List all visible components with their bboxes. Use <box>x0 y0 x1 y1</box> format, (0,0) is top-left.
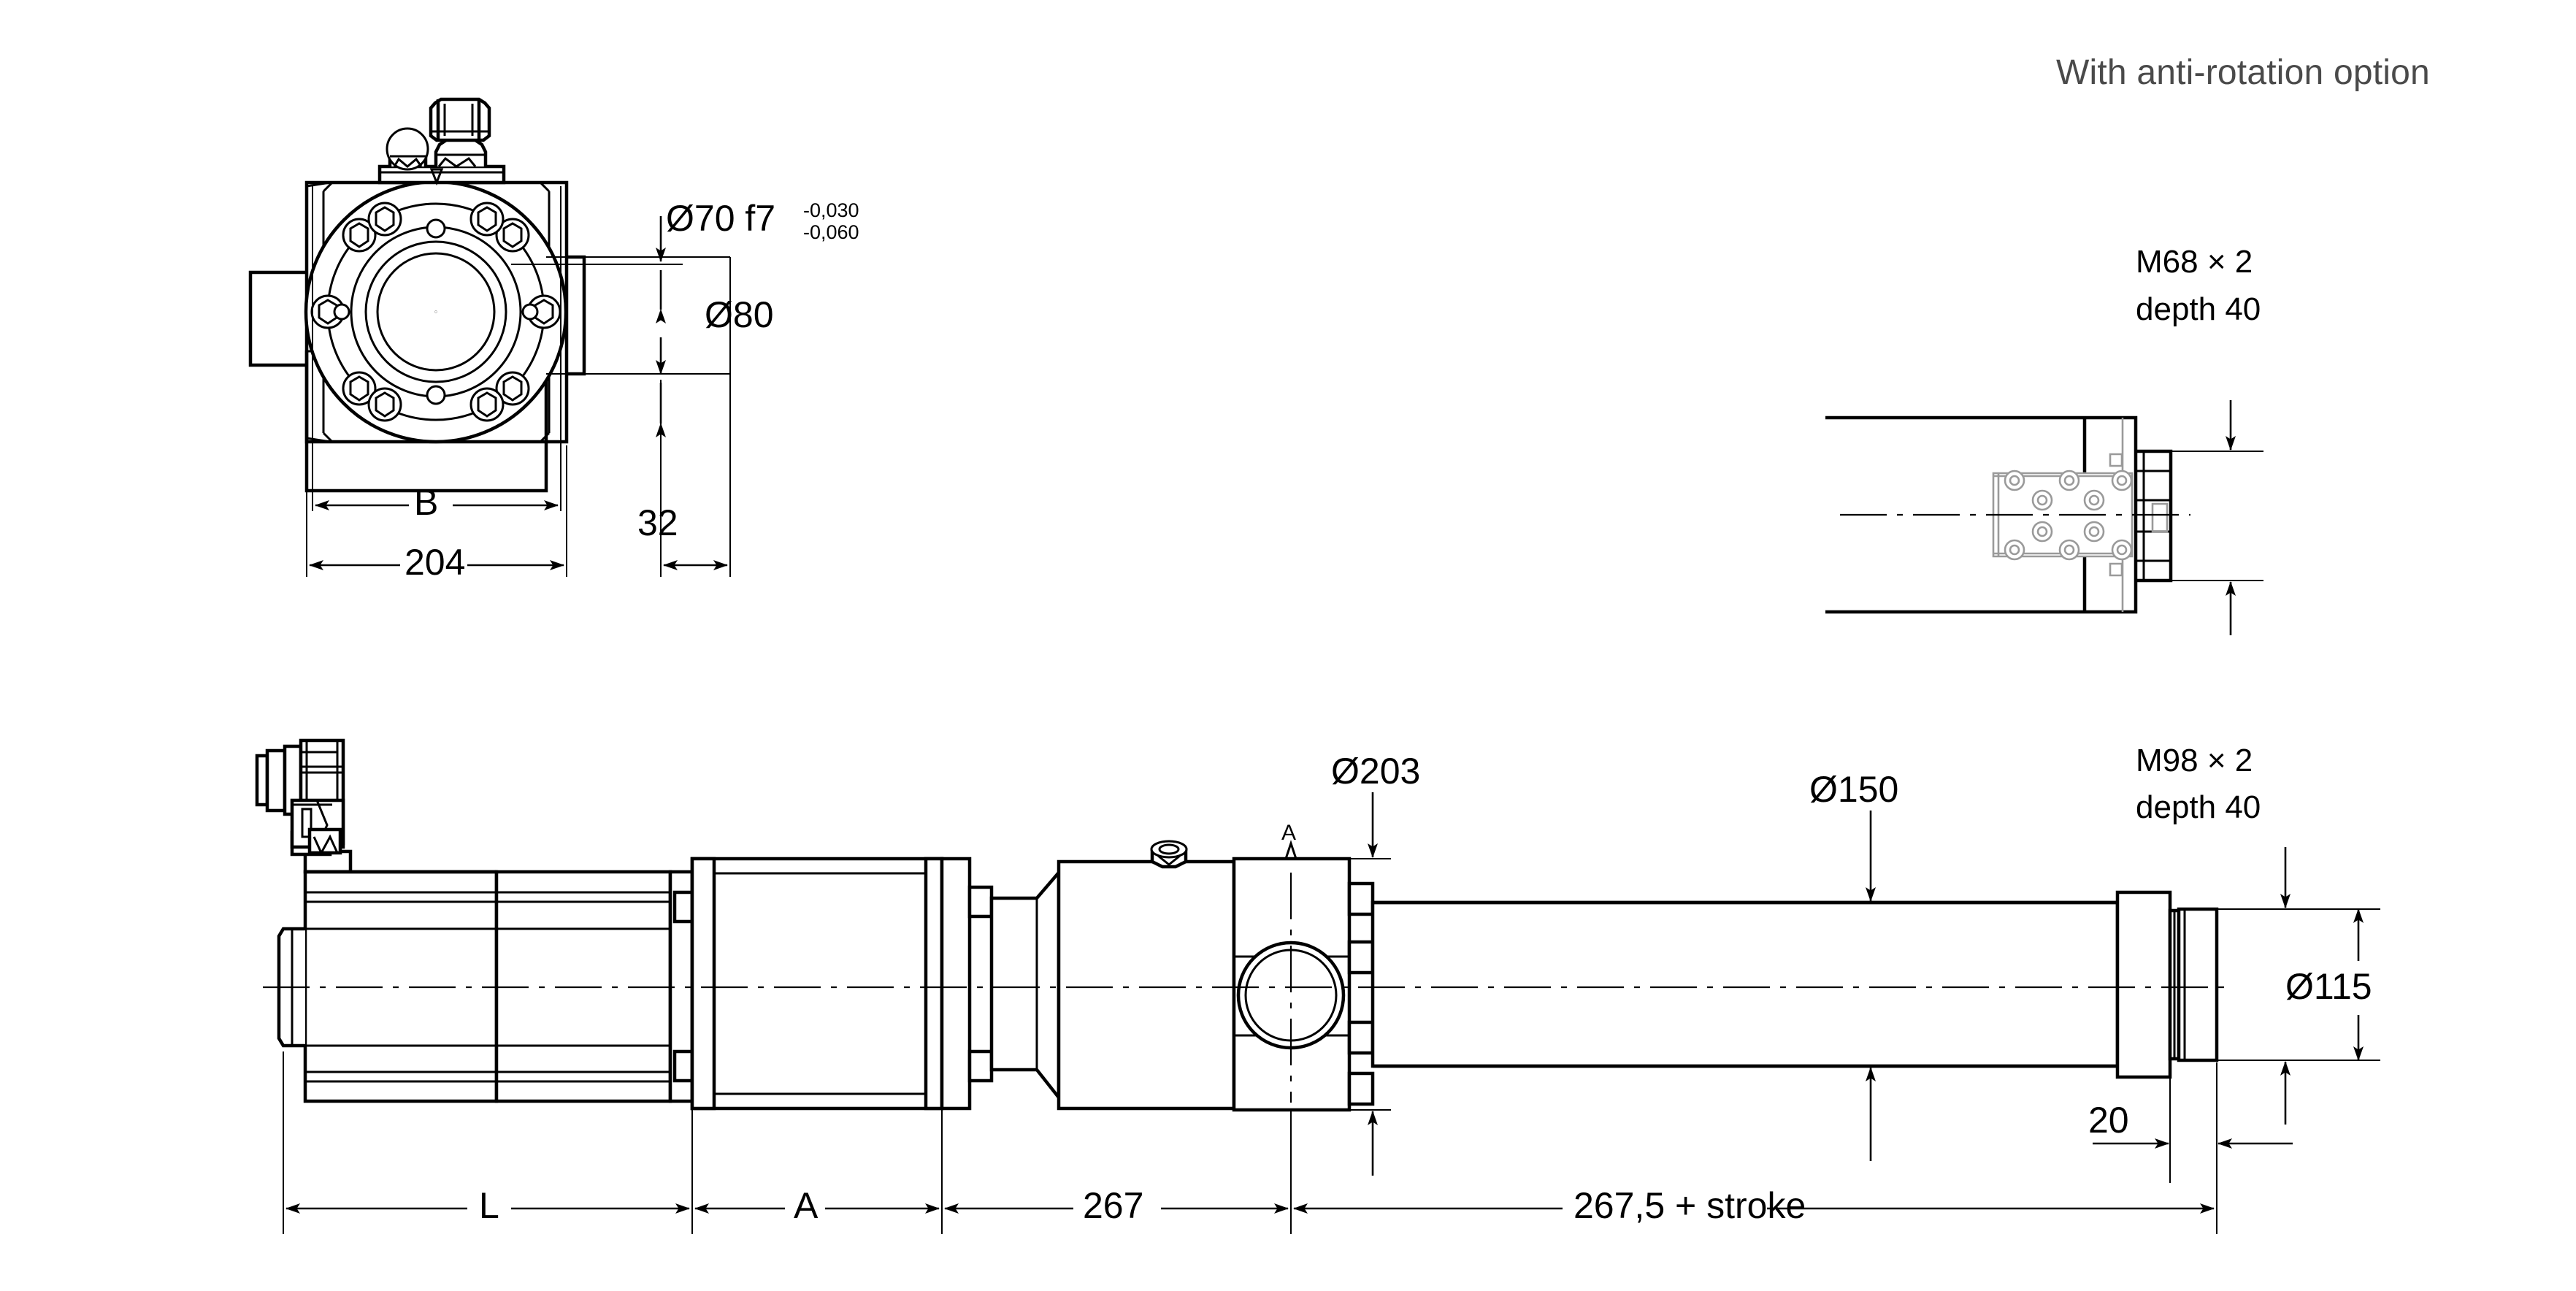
shaft-tolerance-lower: -0,060 <box>803 221 859 243</box>
dimension-chain-label-2: 267 <box>1083 1185 1144 1226</box>
dimension-chain-label-0: L <box>479 1185 499 1226</box>
width-symbol-label: B <box>414 482 439 523</box>
anti-rotation-thread-note-line2: depth 40 <box>2136 291 2261 327</box>
front-view-geometry <box>248 97 586 493</box>
section-marker-a: A <box>1281 821 1297 845</box>
dimension-chain-label-1: A <box>794 1185 819 1226</box>
anti-rotation-detail-geometry <box>1825 400 2263 635</box>
width-value-label: 204 <box>405 542 466 583</box>
rod-thread-note-line2: depth 40 <box>2136 789 2261 825</box>
anti-rotation-thread-note-line1: M68 × 2 <box>2136 244 2253 280</box>
rod-diameter-label: Ø115 <box>2285 966 2372 1007</box>
motor-connector <box>255 738 353 874</box>
side-view-geometry <box>255 738 2234 1112</box>
boss-length-label: 32 <box>637 502 678 543</box>
rod-end-length-label: 20 <box>2088 1100 2129 1141</box>
page-title: With anti-rotation option <box>2056 53 2430 92</box>
front-view-dimension-lines <box>306 186 731 577</box>
housing-diameter-label: Ø203 <box>1331 751 1421 792</box>
tube-diameter-label: Ø150 <box>1809 769 1899 810</box>
shaft-diameter-label: Ø70 f7 <box>666 198 776 239</box>
rod-thread-note-line1: M98 × 2 <box>2136 743 2253 778</box>
dimension-chain-label-3: 267,5 + stroke <box>1573 1185 1806 1226</box>
side-view-dimension-lines <box>283 792 2380 1234</box>
shaft-tolerance-upper: -0,030 <box>803 199 859 221</box>
boss-diameter-label: Ø80 <box>705 294 774 335</box>
